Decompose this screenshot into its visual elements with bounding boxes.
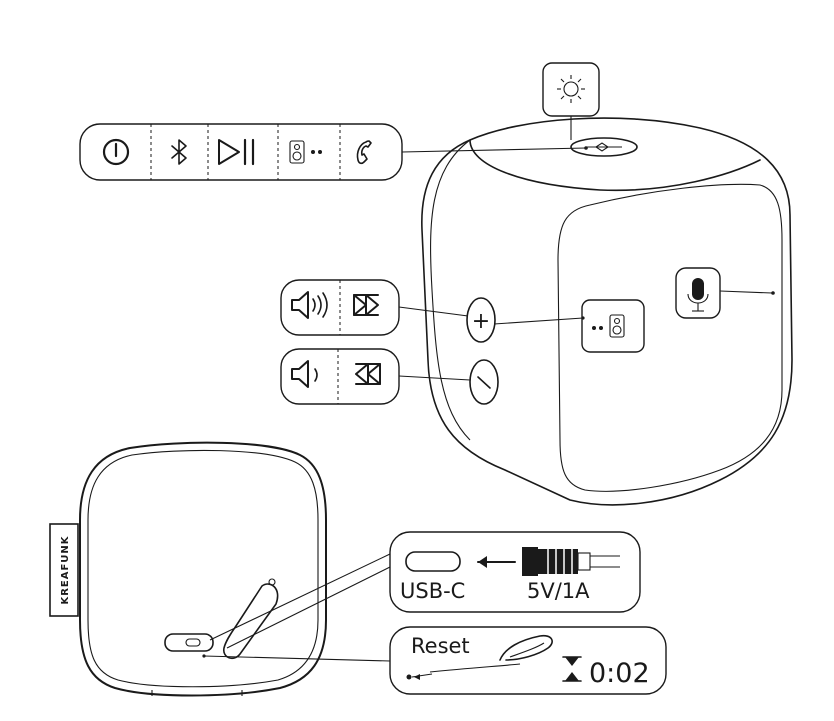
speaker-back-view bbox=[79, 441, 327, 697]
power-spec-label: 5V/1A bbox=[527, 579, 590, 603]
next-track-icon bbox=[353, 294, 379, 316]
usb-cable-icon bbox=[522, 547, 620, 576]
paperclip-icon bbox=[429, 634, 553, 673]
bluetooth-icon bbox=[171, 139, 187, 165]
speaker-pair-panel-body bbox=[581, 299, 645, 353]
plus-symbol: + bbox=[472, 309, 490, 334]
minus-button-speaker bbox=[469, 359, 499, 405]
speaker-body bbox=[421, 117, 793, 506]
usb-panel: USB-C 5V/1A bbox=[389, 531, 641, 613]
hourglass-icon bbox=[562, 656, 582, 682]
top-control-panel bbox=[79, 123, 403, 181]
brand-tag: KREAFUNK bbox=[49, 523, 79, 617]
led-light-icon bbox=[557, 75, 585, 103]
reset-panel: Reset 0:02 bbox=[389, 626, 667, 695]
plus-button-speaker: + bbox=[466, 297, 496, 343]
arrow-left-icon bbox=[478, 556, 487, 568]
speaker-pair-icon bbox=[289, 140, 322, 164]
usb-port-icon bbox=[405, 551, 461, 572]
reset-label: Reset bbox=[411, 634, 470, 658]
reset-duration: 0:02 bbox=[589, 658, 650, 689]
play-pause-icon bbox=[218, 138, 255, 166]
microphone-panel bbox=[675, 267, 721, 319]
volume-up-panel bbox=[280, 279, 400, 336]
previous-track-icon bbox=[355, 363, 381, 385]
led-indicator-panel bbox=[542, 62, 600, 140]
brand-label: KREAFUNK bbox=[60, 535, 71, 604]
microphone-icon bbox=[692, 278, 704, 300]
power-icon bbox=[102, 138, 130, 166]
volume-down-panel bbox=[280, 348, 400, 405]
volume-up-icon bbox=[291, 291, 328, 319]
usb-c-label: USB-C bbox=[400, 579, 465, 603]
volume-down-icon bbox=[291, 360, 318, 388]
phone-icon bbox=[356, 140, 372, 165]
